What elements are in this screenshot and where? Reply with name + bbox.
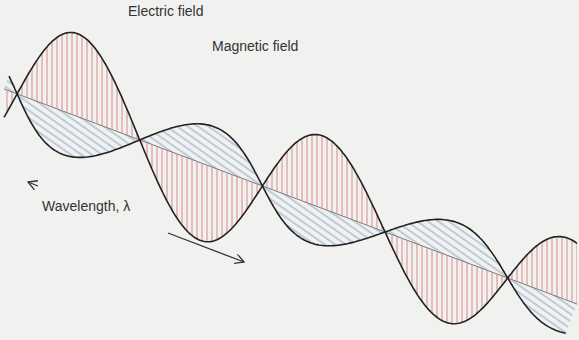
wavelength-arrow-right xyxy=(168,233,244,262)
magnetic-field-curve xyxy=(9,76,566,333)
electric-field-label: Electric field xyxy=(128,3,203,19)
magnetic-field-label: Magnetic field xyxy=(212,38,298,54)
electric-field-fill xyxy=(4,33,577,324)
wavelength-label: Wavelength, λ xyxy=(42,198,130,214)
electric-field-curve xyxy=(4,33,577,324)
wavelength-arrow-left xyxy=(28,182,38,186)
